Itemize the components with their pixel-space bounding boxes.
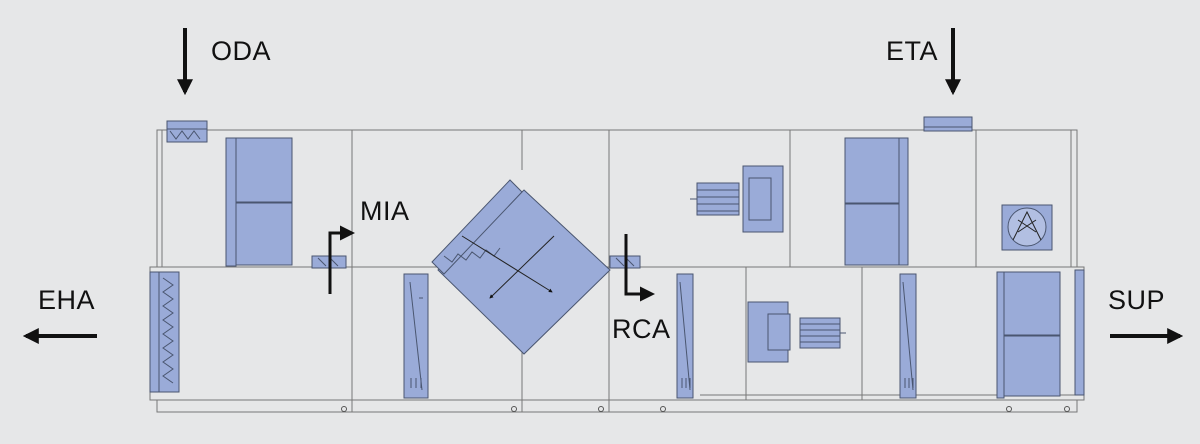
- eha-label: EHA: [38, 285, 96, 315]
- mia-arrow: [328, 225, 355, 294]
- exhaust-fan: [690, 165, 784, 233]
- sup-label: SUP: [1108, 285, 1166, 315]
- rca-arrow: [624, 234, 655, 302]
- base-frame: [156, 399, 1078, 413]
- eta-label: ETA: [886, 36, 939, 66]
- sup-outlet-damper: [1074, 269, 1085, 396]
- oda-inlet-damper: [166, 120, 208, 143]
- supply-fan: [747, 301, 846, 363]
- mia-label: MIA: [360, 196, 410, 226]
- plate-heat-exchanger: [431, 179, 611, 355]
- airflow-arrows: [22, 28, 1184, 344]
- lower-right-damper: [899, 273, 917, 399]
- eta-inlet-damper: [923, 116, 973, 132]
- lower-middle-damper: [403, 273, 429, 399]
- exchanger-flow-arrows: [461, 210, 1042, 299]
- foot-bolts: [341, 406, 1070, 412]
- upper-deck: [156, 129, 1078, 268]
- lower-right-filter: [996, 271, 1061, 399]
- eha-outlet-damper: [149, 271, 180, 393]
- oda-label: ODA: [211, 36, 272, 66]
- upper-right-filter: [844, 137, 909, 266]
- upper-left-filter: [225, 137, 293, 267]
- rca-label: RCA: [612, 314, 671, 344]
- lower-rca-damper: [676, 273, 694, 399]
